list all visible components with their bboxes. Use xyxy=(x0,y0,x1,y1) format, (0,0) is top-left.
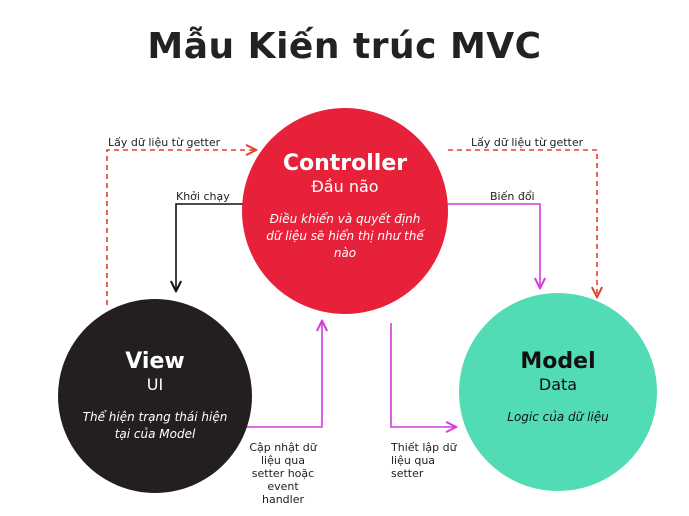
model-description: Logic của dữ liệu xyxy=(507,410,609,424)
controller-title: Controller xyxy=(282,151,408,176)
view-subtitle: UI xyxy=(146,375,164,394)
label-update: Cập nhật dữ liệu qua setter hoặc event h… xyxy=(249,441,317,506)
label-init: Khởi chạy xyxy=(176,190,230,203)
view-description: Thể hiện trạng thái hiện tại của Model xyxy=(82,410,228,441)
label-set: Thiết lập dữ liệu qua setter xyxy=(391,441,457,480)
label-transform: Biến đổi xyxy=(490,190,535,203)
edge-view-to-controller xyxy=(106,150,255,305)
model-text: Model Data Logic của dữ liệu xyxy=(488,349,628,426)
model-subtitle: Data xyxy=(538,375,578,394)
label-model-get: Lấy dữ liệu từ getter xyxy=(471,136,584,149)
label-view-get: Lấy dữ liệu từ getter xyxy=(108,136,221,149)
controller-description: Điều khiển và quyết định dữ liệu sẽ hiển… xyxy=(266,212,424,260)
model-node xyxy=(459,293,657,491)
view-node xyxy=(58,299,252,493)
edge-controller-to-model xyxy=(448,149,597,296)
controller-node xyxy=(242,108,448,314)
edge-controller-set xyxy=(390,323,455,427)
view-text: View UI Thể hiện trạng thái hiện tại của… xyxy=(80,349,230,443)
view-title: View xyxy=(125,349,185,374)
model-title: Model xyxy=(520,349,596,374)
diagram-title: Mẫu Kiến trúc MVC xyxy=(147,26,542,67)
controller-subtitle: Đầu não xyxy=(311,177,379,196)
edge-controller-to-view xyxy=(176,203,249,290)
edge-controller-transform xyxy=(440,203,540,287)
controller-text: Controller Đầu não Điều khiển và quyết đ… xyxy=(262,151,428,262)
edge-view-update xyxy=(225,322,322,428)
